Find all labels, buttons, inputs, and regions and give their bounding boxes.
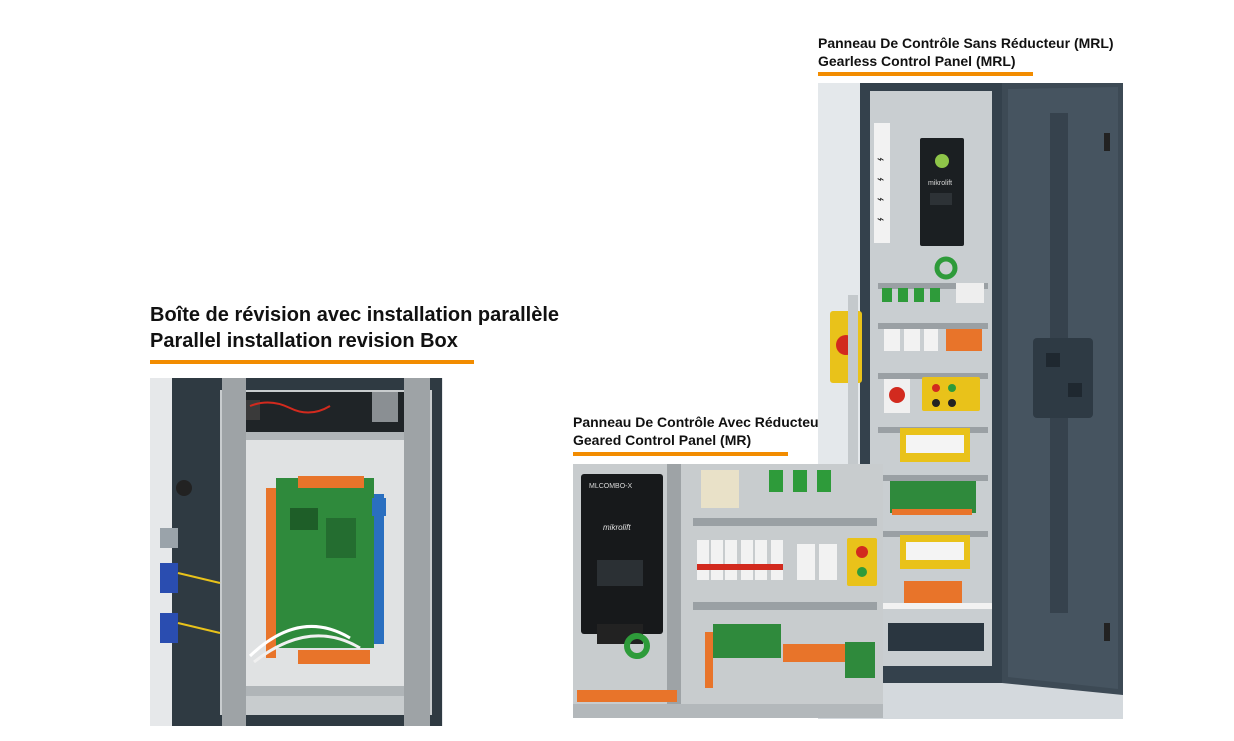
svg-text:⌁: ⌁ <box>877 192 884 206</box>
mr-caption-en: Geared Control Panel (MR) <box>573 431 752 448</box>
svg-text:⌁: ⌁ <box>877 172 884 186</box>
mrl-caption-underline <box>818 72 1033 76</box>
mr-caption-underline <box>573 452 788 456</box>
mr-drive-logo: mikrolift <box>603 523 631 532</box>
revision-box-photo <box>150 378 443 726</box>
revision-box-caption-fr: Boîte de révision avec installation para… <box>150 304 560 326</box>
mrl-control-panel-photo: ⌁ ⌁ ⌁ ⌁ mikrolift <box>818 83 1123 719</box>
mrl-caption-en: Gearless Control Panel (MRL) <box>818 52 1016 69</box>
revision-box-caption-underline <box>150 360 474 364</box>
mrl-caption-fr: Panneau De Contrôle Sans Réducteur (MRL) <box>818 35 1114 51</box>
mr-control-panel-photo: MLCOMBO-X mikrolift <box>573 464 883 718</box>
revision-box-caption-en: Parallel installation revision Box <box>150 329 458 352</box>
mr-caption-fr: Panneau De Contrôle Avec Réducteur (MR) <box>573 414 860 430</box>
revision-box-caption: Boîte de révision avec installation para… <box>150 303 559 354</box>
svg-text:⌁: ⌁ <box>877 212 884 226</box>
svg-text:⌁: ⌁ <box>877 152 884 166</box>
mr-caption: Panneau De Contrôle Avec Réducteur (MR) … <box>573 414 859 450</box>
mr-drive-model: MLCOMBO-X <box>589 483 633 490</box>
mrl-drive-logo: mikrolift <box>928 180 952 187</box>
mrl-caption: Panneau De Contrôle Sans Réducteur (MRL)… <box>818 35 1114 71</box>
